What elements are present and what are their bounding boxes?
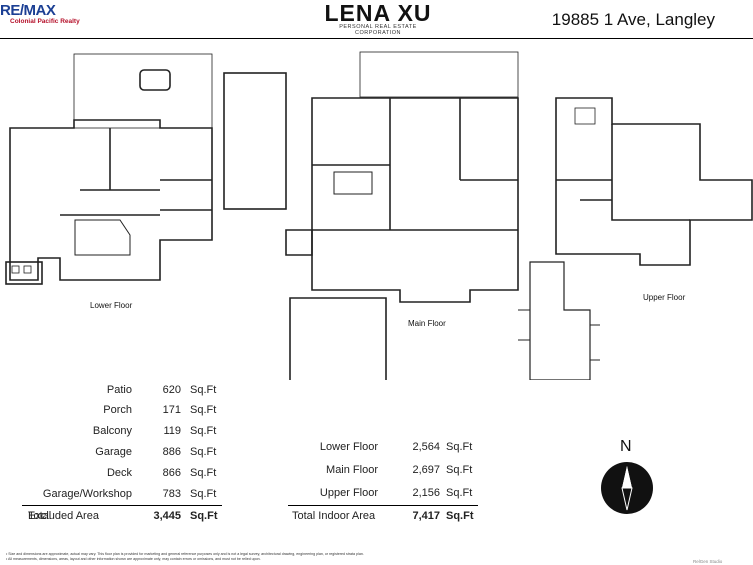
studio-brand: RelGen Studio bbox=[693, 559, 723, 564]
indoor-total-row: Total Indoor Area 7,417 Sq.Ft bbox=[292, 510, 474, 522]
main-floor-plan bbox=[285, 51, 519, 380]
table-row: Upper Floor 2,156 Sq.Ft bbox=[319, 487, 473, 499]
floor-plan-drawing: Lower Floor Main Floor Upper Floor bbox=[5, 51, 753, 380]
remax-logo: RE/MAX bbox=[0, 2, 56, 19]
disclaimer-line: • All measurements, dimensions, areas, l… bbox=[6, 556, 261, 561]
table-row: Deck 866 Sq.Ft bbox=[106, 467, 217, 479]
disclaimer: • Size and dimensions are approximate, a… bbox=[6, 552, 364, 561]
upper-floor-label: Upper Floor bbox=[643, 293, 686, 302]
excluded-total-divider bbox=[22, 505, 222, 506]
excluded-total-row: Excluded Area Total 3,445 Sq.Ft bbox=[28, 510, 218, 522]
table-row: Garage 886 Sq.Ft bbox=[95, 446, 217, 458]
logo-text: RE/MAX bbox=[0, 2, 56, 19]
lower-floor-label: Lower Floor bbox=[90, 301, 133, 310]
disclaimer-line: • Size and dimensions are approximate, a… bbox=[6, 552, 364, 556]
table-row: Balcony 119 Sq.Ft bbox=[92, 425, 217, 437]
north-label: N bbox=[620, 438, 632, 455]
lower-floor-plan bbox=[5, 53, 213, 285]
table-row: Garage/Workshop 783 Sq.Ft bbox=[42, 488, 217, 500]
main-floor-label: Main Floor bbox=[408, 319, 446, 328]
compass-icon bbox=[601, 462, 653, 514]
upper-floor-plan bbox=[518, 97, 753, 380]
brokerage-sub: Colonial Pacific Realty bbox=[10, 18, 80, 25]
agent-subtitle: PERSONAL REAL ESTATE CORPORATION bbox=[339, 24, 417, 36]
table-row: Main Floor 2,697 Sq.Ft bbox=[326, 464, 473, 476]
property-address: 19885 1 Ave, Langley bbox=[551, 10, 715, 29]
header-divider bbox=[0, 38, 753, 39]
table-row: Lower Floor 2,564 Sq.Ft bbox=[319, 441, 473, 453]
table-row: Porch 171 Sq.Ft bbox=[103, 404, 217, 416]
workshop-garage-plan bbox=[223, 72, 287, 210]
agent-name: LENA XU bbox=[324, 0, 432, 26]
indoor-total-divider bbox=[288, 505, 478, 506]
brokerage-logo: RE/MAX Colonial Pacific Realty bbox=[0, 0, 80, 30]
table-row: Patio 620 Sq.Ft bbox=[106, 384, 217, 396]
